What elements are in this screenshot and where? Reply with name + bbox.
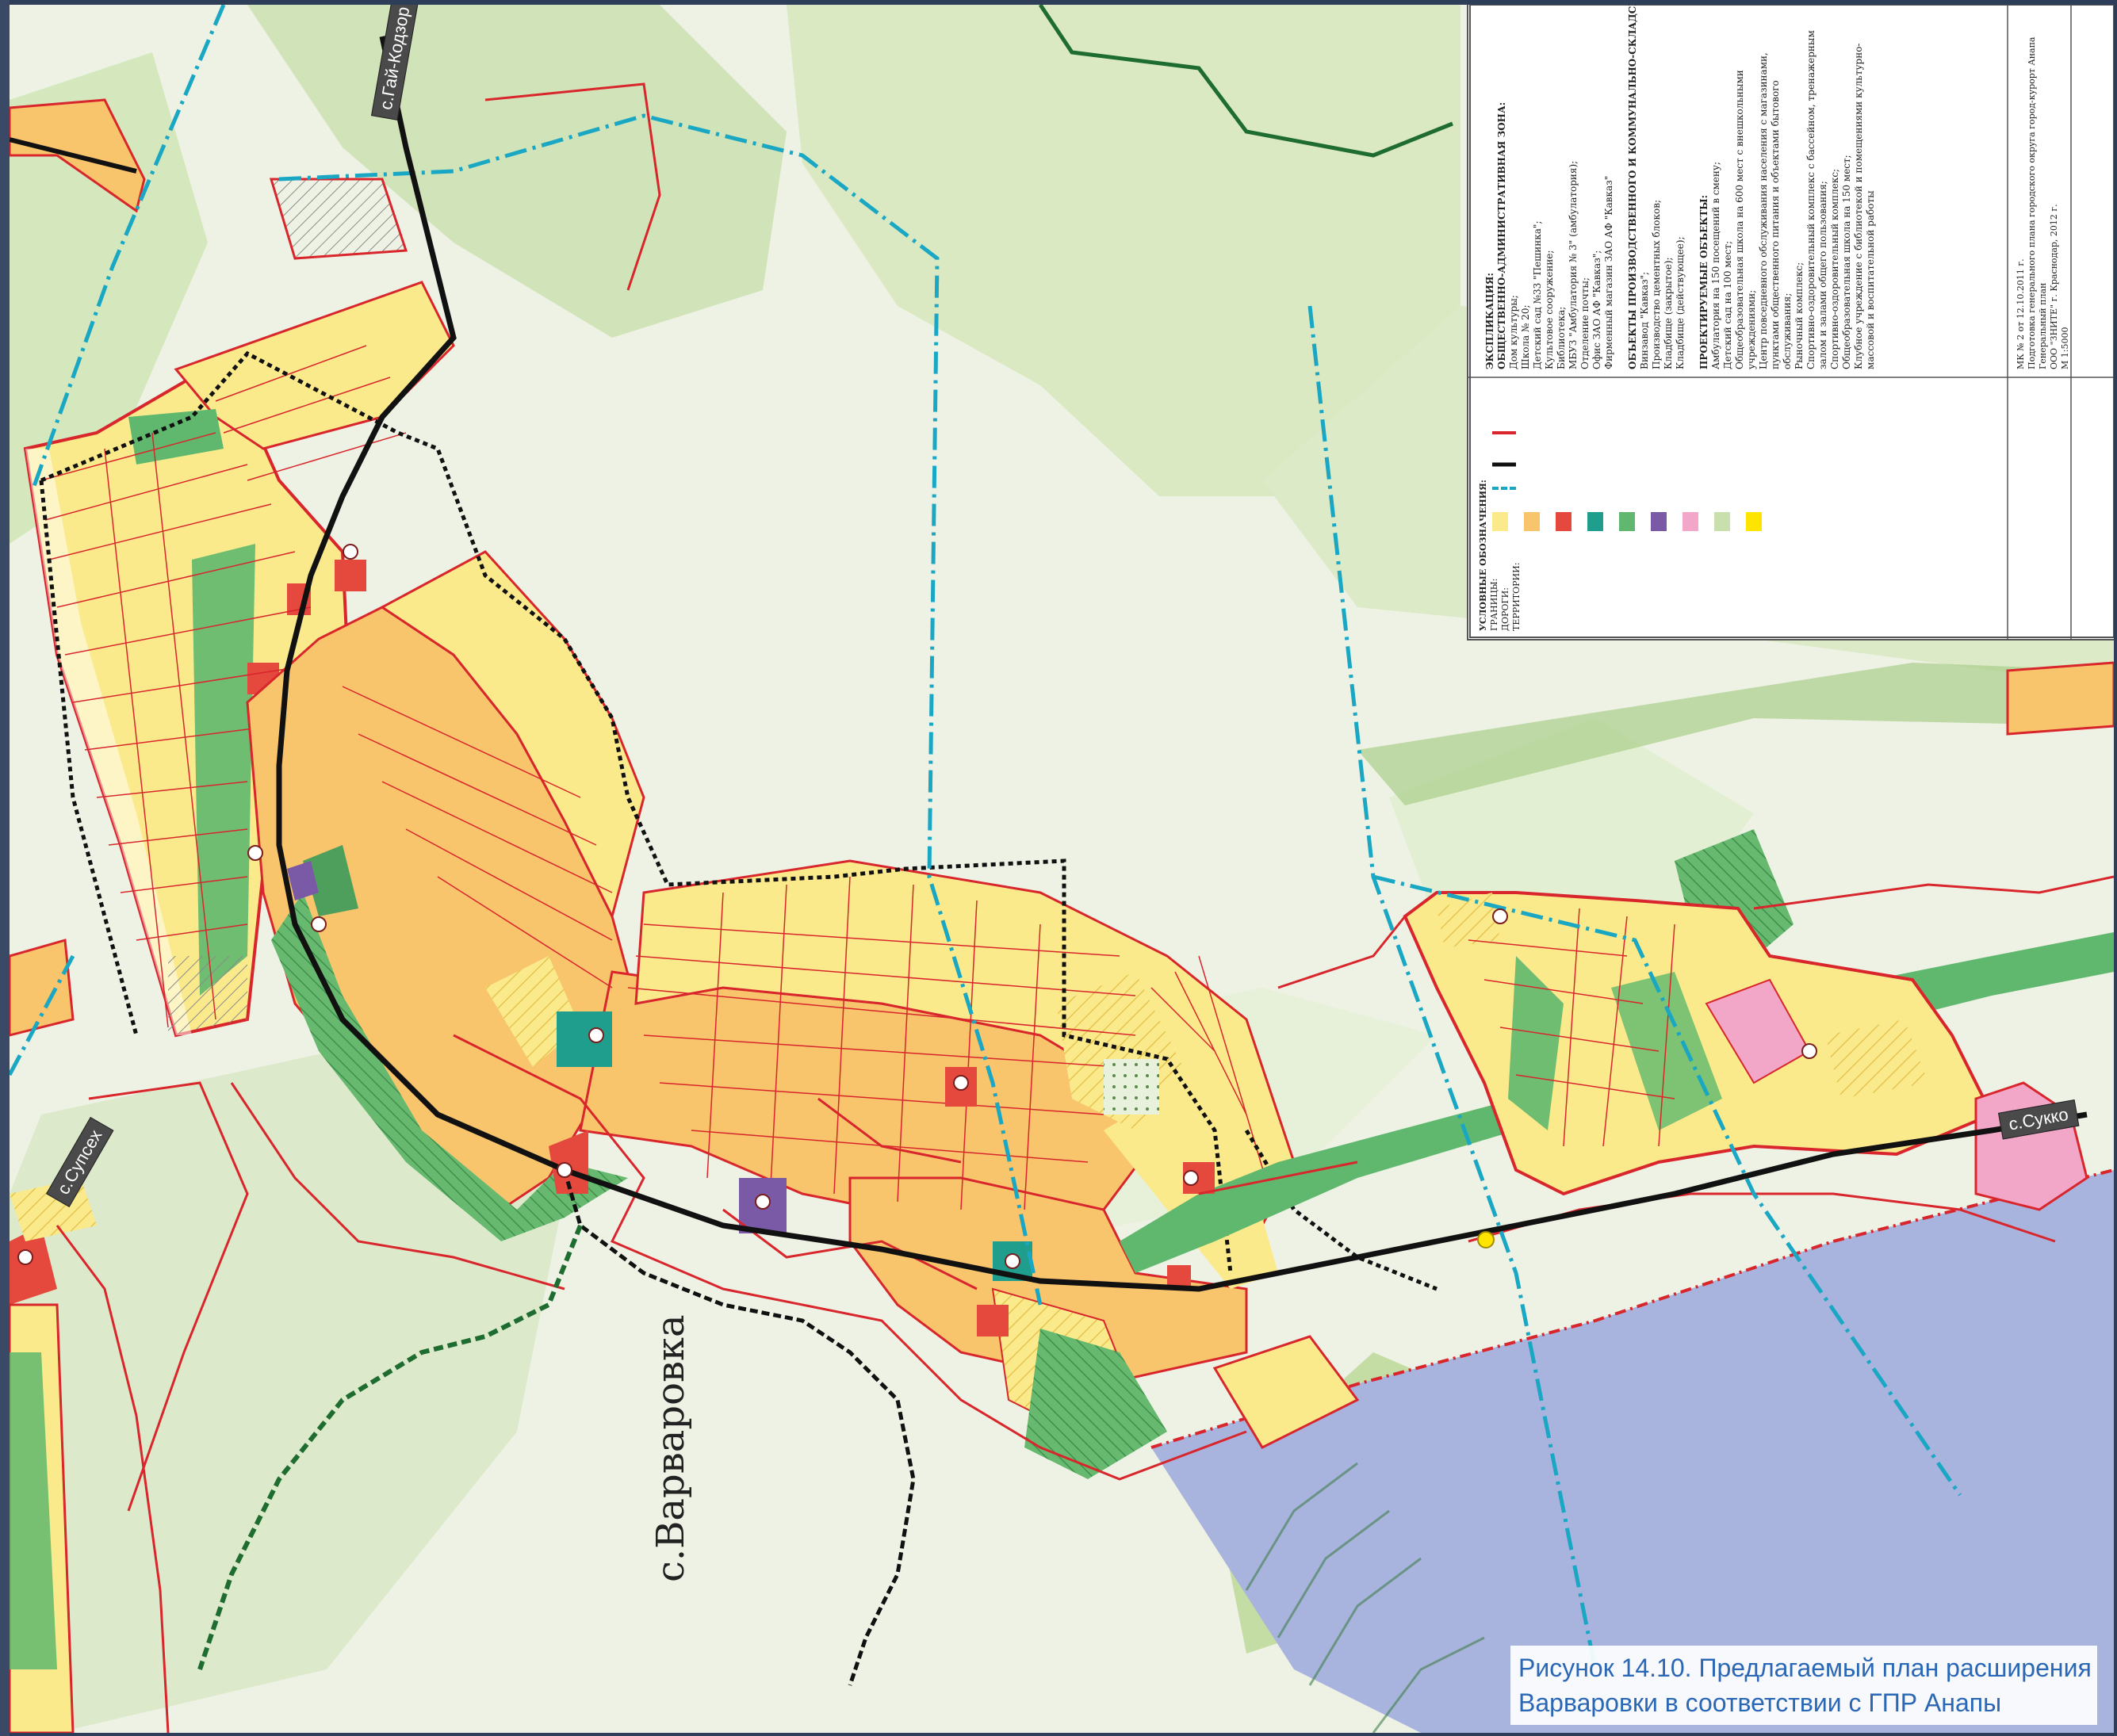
legend-production: ОБЪЕКТЫ ПРОИЗВОДСТВЕННОГО И КОММУНАЛЬНО-… bbox=[1627, 5, 1686, 369]
borders-cyan bbox=[10, 5, 1962, 1670]
legend-zone-title: ОБЩЕСТВЕННО-АДМИНИСТРАТИВНАЯ ЗОНА: bbox=[1496, 101, 1507, 369]
sea bbox=[1151, 1170, 2114, 1733]
legend-explication: ЭКСПЛИКАЦИЯ: ОБЩЕСТВЕННО-АДМИНИСТРАТИВНА… bbox=[1484, 21, 1615, 369]
legend-item: Офис ЗАО АФ "Кавказ"; bbox=[1591, 250, 1602, 369]
legend-item: Фирменный магазин ЗАО АФ "Кавказ" bbox=[1603, 175, 1614, 369]
legend-borders-heading: ГРАНИЦЫ: bbox=[1489, 578, 1499, 631]
legend-item: Амбулатория на 150 посещений в смену; bbox=[1710, 161, 1721, 369]
legend-item: Детский сад №33 "Пешинка"; bbox=[1532, 220, 1543, 370]
main-road bbox=[10, 36, 2088, 1733]
legend-item: Центр повседневного обслуживания населен… bbox=[1758, 52, 1793, 369]
ne-settlement bbox=[2006, 661, 2114, 736]
land-borders-red bbox=[88, 82, 2114, 1512]
legend-proposed-title: ПРОЕКТИРУЕМЫЕ ОБЪЕКТЫ: bbox=[1698, 194, 1709, 369]
map-canvas[interactable]: с.Гай-Кодзор с.Супсех с.Сукко с.Варваров… bbox=[10, 5, 2114, 1733]
title-block-document: Подготовка генерального плана городского… bbox=[2027, 36, 2037, 369]
hill-ridges bbox=[1245, 1462, 1485, 1733]
legend-item: Отделение почты; bbox=[1579, 277, 1591, 369]
legend-symbols-title: УСЛОВНЫЕ ОБОЗНАЧЕНИЯ: bbox=[1478, 480, 1488, 631]
legend-item: Культовое сооружение; bbox=[1544, 250, 1555, 369]
legend-item: Библиотека; bbox=[1556, 306, 1567, 369]
title-block-contract: МК № 2 от 12.10.2011 г. bbox=[2016, 258, 2026, 369]
window-edge bbox=[0, 0, 10, 1736]
legend-item: Кладбище (закрытое); bbox=[1663, 257, 1674, 369]
legend-item: МБУЗ "Амбулатория № 3" (амбулатория); bbox=[1568, 160, 1579, 369]
legend-item: Общеобразовательная школа на 150 мест; bbox=[1841, 155, 1852, 369]
village-label: с.Варваровка bbox=[649, 1314, 693, 1582]
east-street-grid bbox=[1468, 908, 1675, 1147]
legend-item: Рыночный комплекс; bbox=[1794, 262, 1805, 369]
legend-item: Спортивно-оздоровительный комплекс с бас… bbox=[1805, 30, 1828, 369]
east-district bbox=[1403, 891, 2088, 1211]
legend-explication-title: ЭКСПЛИКАЦИЯ: bbox=[1484, 273, 1495, 369]
legend-territories-heading: ТЕРРИТОРИИ: bbox=[1511, 562, 1522, 631]
legend-frame bbox=[1468, 5, 2114, 639]
legend-item: Кладбище (действующее); bbox=[1675, 236, 1686, 369]
legend-item: Детский сад на 100 мест; bbox=[1722, 240, 1733, 369]
figure-caption: Рисунок 14.10. Предлагаемый план расшире… bbox=[1510, 1646, 2097, 1725]
legend-production-title: ОБЪЕКТЫ ПРОИЗВОДСТВЕННОГО И КОММУНАЛЬНО-… bbox=[1627, 5, 1638, 369]
central-street-grid bbox=[342, 686, 1271, 1210]
legend-swatches bbox=[1492, 431, 1762, 531]
caption-line-2: Варваровки в соответствии с ГПР Анапы bbox=[1518, 1688, 2002, 1717]
legend-item: Дом культуры; bbox=[1508, 295, 1519, 369]
legend-item: Спортивно-оздоровительный комплекс; bbox=[1829, 168, 1840, 369]
cemetery-marker bbox=[1477, 1231, 1495, 1248]
dark-green-boundary bbox=[1038, 5, 1453, 158]
legend-item: Производство цементных блоков; bbox=[1651, 199, 1662, 369]
legend-proposed: ПРОЕКТИРУЕМЫЕ ОБЪЕКТЫ: Амбулатория на 15… bbox=[1698, 21, 1877, 369]
legend-item: Общеобразовательная школа на 600 мест с … bbox=[1734, 70, 1757, 369]
title-block-scale: М 1:5000 bbox=[2060, 327, 2070, 369]
legend-panel: ЭКСПЛИКАЦИЯ: ОБЩЕСТВЕННО-АДМИНИСТРАТИВНА… bbox=[1467, 5, 2114, 640]
object-markers bbox=[17, 544, 1817, 1269]
caption-line-1: Рисунок 14.10. Предлагаемый план расшире… bbox=[1518, 1654, 2092, 1682]
legend-item: Школа № 20; bbox=[1520, 304, 1531, 370]
nw-street-grid bbox=[40, 345, 407, 1028]
legend-item: Клубное учреждение с библиотекой и помещ… bbox=[1853, 43, 1876, 369]
title-block: МК № 2 от 12.10.2011 г. Подготовка генер… bbox=[2016, 21, 2071, 369]
legend-symbols: УСЛОВНЫЕ ОБОЗНАЧЕНИЯ: ГРАНИЦЫ: ДОРОГИ: Т… bbox=[1478, 393, 1522, 631]
title-block-org: ООО "ЗНИТЕ" г. Краснодар, 2012 г. bbox=[2049, 204, 2059, 369]
legend-roads-heading: ДОРОГИ: bbox=[1500, 587, 1510, 631]
legend-item: Винзавод "Кавказ"; bbox=[1639, 271, 1650, 369]
master-plan-map bbox=[10, 5, 2114, 1733]
title-block-sheet: Генеральный план bbox=[2038, 282, 2048, 369]
